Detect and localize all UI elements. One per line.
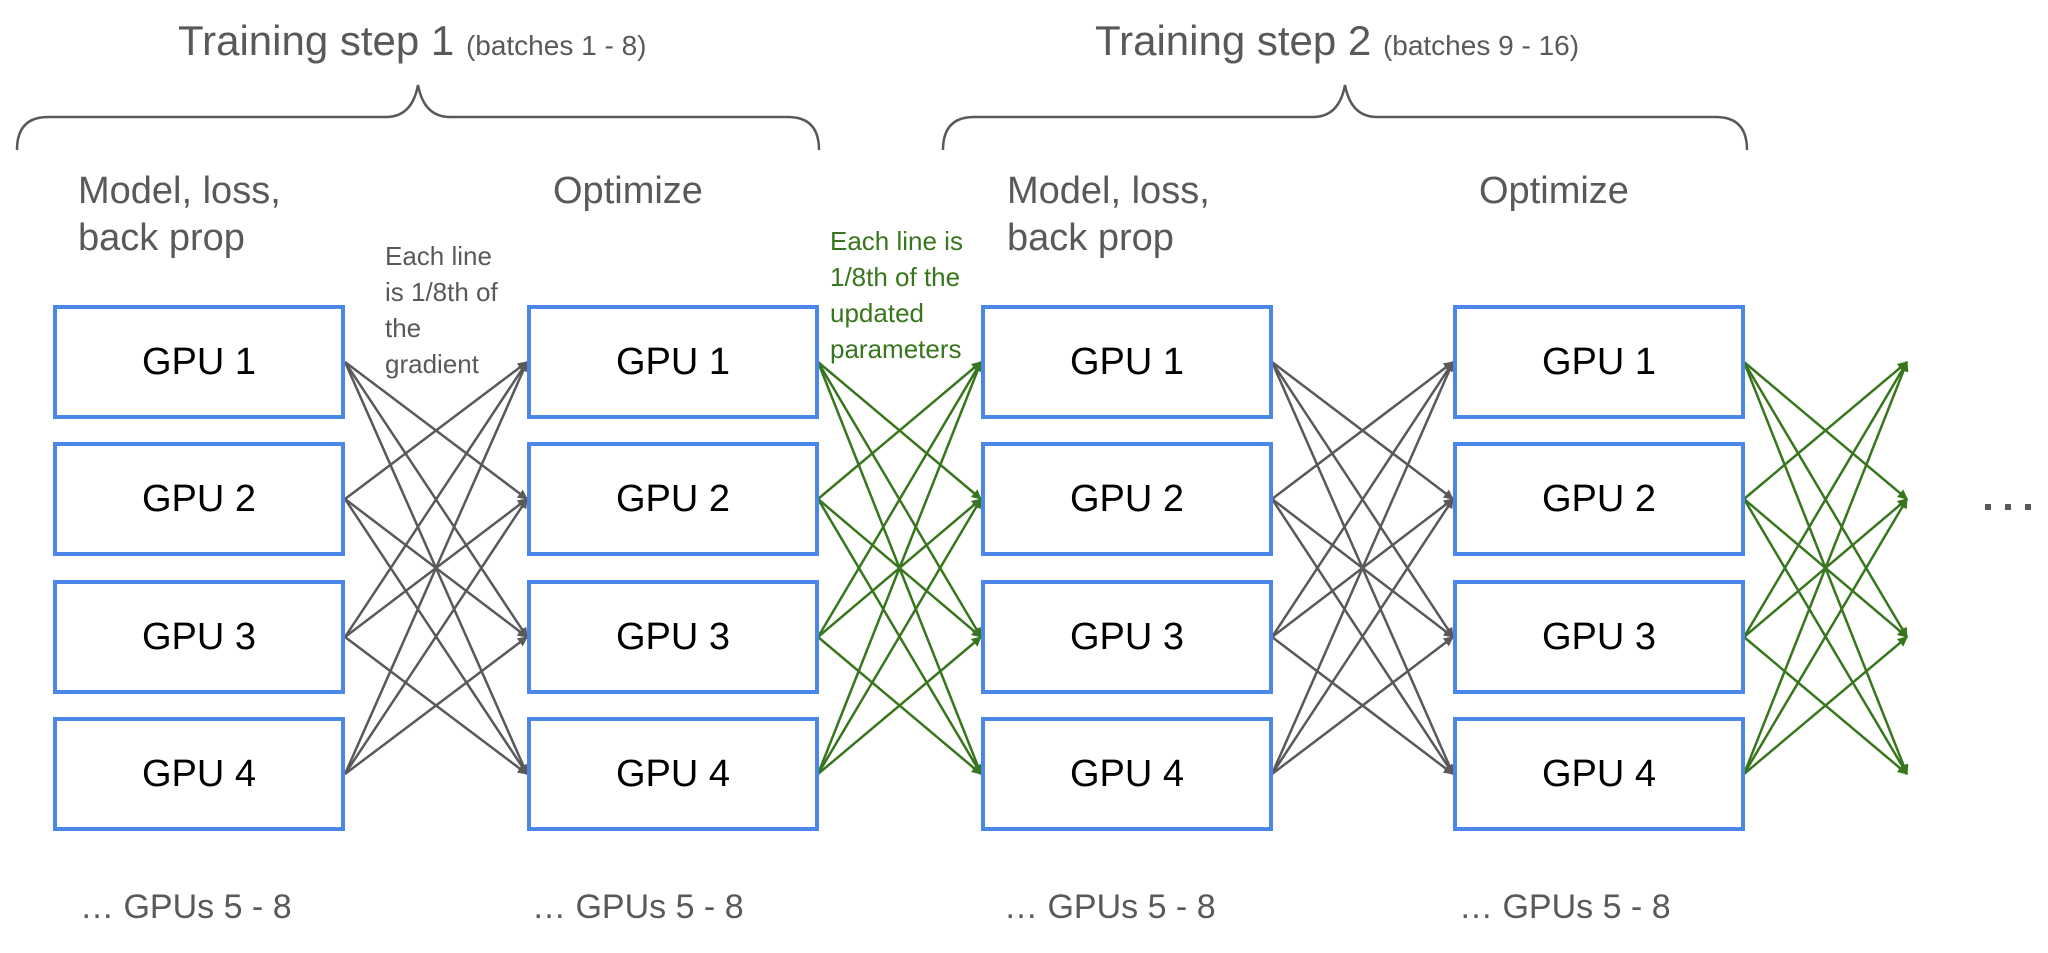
gpu-label: GPU 3 [615,615,731,658]
gpu-label: GPU 4 [1541,752,1657,795]
gpu-label: GPU 2 [1541,477,1657,520]
gpu-label: GPU 1 [141,340,257,383]
step-title-batches: (batches 9 - 16) [1382,30,1580,61]
note-line: updated [830,298,924,328]
step-title-1: Training step 1 (batches 1 - 8) [178,20,646,62]
note-line: Each line is [830,226,963,256]
gpu-box-col4-gpu3: GPU 3 [1453,580,1745,694]
gpu-box-col3-gpu3: GPU 3 [981,580,1273,694]
parameter-arrow-gpu4-to-gpu2 [1742,498,1909,775]
gpu-label: GPU 3 [1069,615,1185,658]
gpu-box-col4-gpu1: GPU 1 [1453,305,1745,419]
note-line: is 1/8th of [385,277,498,307]
gradient-arrow-gpu4-to-gpu2 [1270,498,1455,775]
footer-col1: … GPUs 5 - 8 [80,888,292,926]
note-line: Each line [385,241,492,271]
brace-step-1 [15,84,821,151]
gpu-box-col2-gpu3: GPU 3 [527,580,819,694]
footer-col2: … GPUs 5 - 8 [532,888,744,926]
column-title-line: Optimize [553,170,703,212]
gpu-label: GPU 3 [141,615,257,658]
gpu-box-col4-gpu4: GPU 4 [1453,717,1745,831]
continuation-ellipsis [1985,504,2031,510]
gpu-label: GPU 2 [141,477,257,520]
gpu-box-col2-gpu2: GPU 2 [527,442,819,556]
column-title-optimize-1: Optimize [553,168,703,215]
ellipsis-dot [1985,504,1991,510]
column-title-line: Model, loss, [78,170,281,212]
gpu-label: GPU 1 [1069,340,1185,383]
parameter-arrow-gpu4-to-gpu2 [816,498,983,775]
ellipsis-dot [2005,504,2011,510]
gpu-box-col2-gpu1: GPU 1 [527,305,819,419]
parameter-arrow-gpu4-to-gpu3 [1743,636,1908,775]
column-title-line: Model, loss, [1007,170,1210,212]
gradient-arrow-gpu4-to-gpu1 [343,361,529,775]
gradient-arrow-gpu3-to-gpu1 [1270,361,1455,638]
gpu-label: GPU 2 [615,477,731,520]
gradient-arrow-gpu3-to-gpu1 [343,361,529,638]
column-title-model-2: Model, loss, back prop [1007,168,1210,262]
column-title-line: back prop [1007,217,1174,259]
gradient-arrow-gpu4-to-gpu3 [344,636,528,775]
footer-col3: … GPUs 5 - 8 [1004,888,1216,926]
gradient-arrow-gpu4-to-gpu3 [1271,636,1454,775]
gpu-label: GPU 1 [615,340,731,383]
gpu-label: GPU 3 [1541,615,1657,658]
gpu-box-col1-gpu2: GPU 2 [53,442,345,556]
note-line: gradient [385,349,479,379]
gradient-arrow-gpu4-to-gpu2 [343,498,529,775]
parameter-arrow-gpu4-to-gpu3 [817,636,982,775]
gradient-arrow-gpu2-to-gpu1 [1271,361,1454,500]
parameter-arrow-gpu4-to-gpu1 [816,361,983,775]
step-title-batches: (batches 1 - 8) [465,30,647,61]
gradient-note: Each line is 1/8th of the gradient [385,238,498,382]
column-title-line: Optimize [1479,170,1629,212]
gpu-box-col1-gpu4: GPU 4 [53,717,345,831]
parameter-arrow-gpu2-to-gpu1 [817,361,982,500]
gpu-label: GPU 4 [141,752,257,795]
footer-col4: … GPUs 5 - 8 [1459,888,1671,926]
parameter-arrow-gpu2-to-gpu1 [1743,361,1908,500]
gpu-box-col3-gpu4: GPU 4 [981,717,1273,831]
gpu-box-col3-gpu2: GPU 2 [981,442,1273,556]
gpu-box-col1-gpu3: GPU 3 [53,580,345,694]
column-title-optimize-2: Optimize [1479,168,1629,215]
parameter-arrow-gpu3-to-gpu1 [1742,361,1909,638]
parameter-arrow-gpu3-to-gpu1 [816,361,983,638]
note-line: 1/8th of the [830,262,961,292]
brace-step-2 [941,84,1749,151]
parameter-arrow-gpu4-to-gpu1 [1742,361,1909,775]
step-title-main: Training step 2 [1095,17,1372,64]
column-title-model-1: Model, loss, back prop [78,168,281,262]
gpu-box-col3-gpu1: GPU 1 [981,305,1273,419]
gradient-arrow-gpu2-to-gpu1 [344,361,528,500]
ellipsis-dot [2025,504,2031,510]
note-line: parameters [830,334,962,364]
gpu-label: GPU 4 [615,752,731,795]
column-title-line: back prop [78,217,245,259]
gradient-arrow-gpu4-to-gpu1 [1270,361,1455,775]
params-note: Each line is 1/8th of the updated parame… [830,223,963,367]
gpu-label: GPU 2 [1069,477,1185,520]
gpu-box-col2-gpu4: GPU 4 [527,717,819,831]
step-title-main: Training step 1 [178,17,455,64]
gpu-box-col4-gpu2: GPU 2 [1453,442,1745,556]
gpu-label: GPU 1 [1541,340,1657,383]
step-title-2: Training step 2 (batches 9 - 16) [1095,20,1579,62]
gpu-box-col1-gpu1: GPU 1 [53,305,345,419]
note-line: the [385,313,422,343]
connector-lines [343,361,1909,775]
gpu-label: GPU 4 [1069,752,1185,795]
